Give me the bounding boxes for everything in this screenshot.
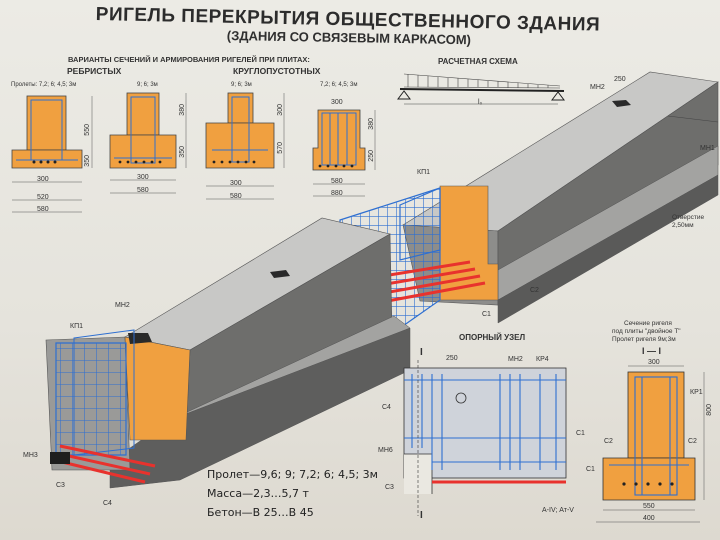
dim-300-c: 300	[230, 180, 242, 187]
sections-heading: ВАРИАНТЫ СЕЧЕНИЙ И АРМИРОВАНИЯ РИГЕЛЕЙ П…	[68, 55, 310, 64]
span-label-2: 9; 6; 3м	[137, 82, 158, 88]
section-variant-4	[312, 109, 376, 197]
support-node-drawing	[403, 360, 567, 516]
dim-350-b: 350	[179, 146, 186, 158]
dim-880: 880	[331, 190, 343, 197]
cross-dim-550: 550	[643, 503, 655, 510]
left-rebar-cage	[50, 329, 156, 484]
dim-250: 250	[368, 150, 375, 162]
spec-mass: Масса—2,3…5,7 т	[207, 487, 309, 500]
label-mn1: МН1	[700, 145, 715, 152]
cross-label-c1: С1	[586, 466, 595, 473]
label-c2: С2	[530, 287, 539, 294]
label-c4: С4	[103, 500, 112, 507]
support-node-c1: С1	[576, 430, 585, 437]
cross-label-kp1: КР1	[690, 389, 703, 396]
cross-note-2: под плиты "двойное Т"	[612, 328, 681, 335]
cross-dim-300: 300	[648, 359, 660, 366]
label-opening: Отверстие 2,50мм	[672, 214, 705, 229]
dim-580-b: 580	[137, 187, 149, 194]
dim-580-d: 580	[331, 178, 343, 185]
spec-span: Пролет—9,6; 9; 7,2; 6; 4,5; 3м	[207, 468, 378, 481]
cross-section-drawing	[596, 365, 705, 523]
label-mn2-top: МН2	[590, 84, 605, 91]
dim-380-b: 380	[368, 118, 375, 130]
cross-dim-400: 400	[643, 515, 655, 522]
cross-dim-800: 800	[706, 404, 713, 416]
cross-section-mark: I — I	[642, 346, 662, 356]
dim-300-v: 300	[277, 104, 284, 116]
hollow-label: КРУГЛОПУСТОТНЫХ	[233, 66, 321, 76]
dim-300-d: 300	[331, 99, 343, 106]
cross-note-3: Пролет ригеля 9м;3м	[612, 336, 676, 343]
dim-300-b: 300	[137, 174, 149, 181]
label-mn3: МН3	[23, 452, 38, 459]
span-label-3: 9; 6; 3м	[231, 82, 252, 88]
support-node-mark-top: I	[420, 347, 423, 358]
support-node-mark-bottom: I	[420, 510, 423, 521]
section-variant-1	[11, 95, 93, 213]
calculation-scheme	[397, 73, 565, 105]
span-label-4: 7,2; 6; 4,5; 3м	[320, 82, 358, 88]
spec-concrete: Бетон—В 25…В 45	[207, 506, 314, 519]
label-kp1-mid: КП1	[417, 169, 431, 176]
cross-note-1: Сечение ригеля	[624, 320, 672, 327]
scheme-label: РАСЧЕТНАЯ СХЕМА	[438, 57, 518, 66]
section-variant-2	[109, 92, 187, 194]
support-node-kp4: КР4	[536, 356, 549, 363]
cross-label-c2a: С2	[604, 438, 613, 445]
dim-580-c: 580	[230, 193, 242, 200]
label-c3: С3	[56, 482, 65, 489]
support-node-mn2: МН2	[508, 356, 523, 363]
label-c1: С1	[482, 311, 491, 318]
dim-570: 570	[277, 142, 284, 154]
label-250-top: 250	[614, 76, 626, 83]
span-label-1: Пролеты: 7,2; 6; 4,5; 3м	[11, 82, 77, 88]
support-node-title: ОПОРНЫЙ УЗЕЛ	[459, 333, 526, 342]
section-variant-3	[205, 92, 285, 200]
support-node-c4: С4	[382, 404, 391, 411]
label-kp1-left: КП1	[70, 323, 84, 330]
dim-300-a: 300	[37, 176, 49, 183]
cross-label-c2b: С2	[688, 438, 697, 445]
dim-350: 350	[84, 155, 91, 167]
upper-beam	[402, 71, 719, 324]
scheme-l0: l₀	[478, 99, 483, 106]
support-node-250: 250	[446, 355, 458, 362]
dim-380: 380	[179, 104, 186, 116]
ribbed-label: РЕБРИСТЫХ	[67, 66, 122, 76]
support-node-c3: С3	[385, 484, 394, 491]
dim-520: 520	[37, 194, 49, 201]
support-node-steel: А-IV; Ат-V	[542, 507, 574, 514]
dim-550: 550	[84, 124, 91, 136]
support-node-mn6: МН6	[378, 447, 393, 454]
dim-580: 580	[37, 206, 49, 213]
label-mn2-left: МН2	[115, 302, 130, 309]
